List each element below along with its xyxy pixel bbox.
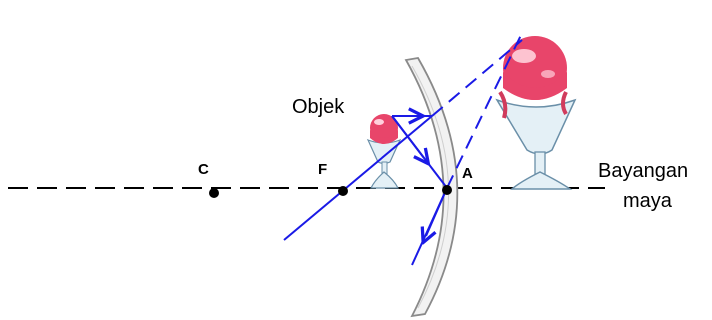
center-point: [209, 188, 219, 198]
image-label-line2: maya: [623, 190, 673, 212]
focus-label: F: [318, 161, 327, 178]
image-cup: [495, 98, 577, 155]
object-ice-cream-icon: [366, 114, 402, 189]
virtual-extension-2: [446, 32, 523, 189]
center-label: C: [198, 161, 209, 178]
concave-mirror: [404, 57, 459, 318]
virtual-extension-1: [431, 39, 523, 117]
image-label-line1: Bayangan: [598, 160, 688, 182]
vertex-label: A: [462, 165, 473, 182]
object-label: Objek: [292, 96, 345, 118]
reflected-ray-through-focus: [283, 115, 433, 241]
ray-lines: [283, 32, 523, 266]
virtual-image-ice-cream-icon: [495, 36, 577, 190]
focus-point: [338, 186, 348, 196]
vertex-point: [442, 185, 452, 195]
